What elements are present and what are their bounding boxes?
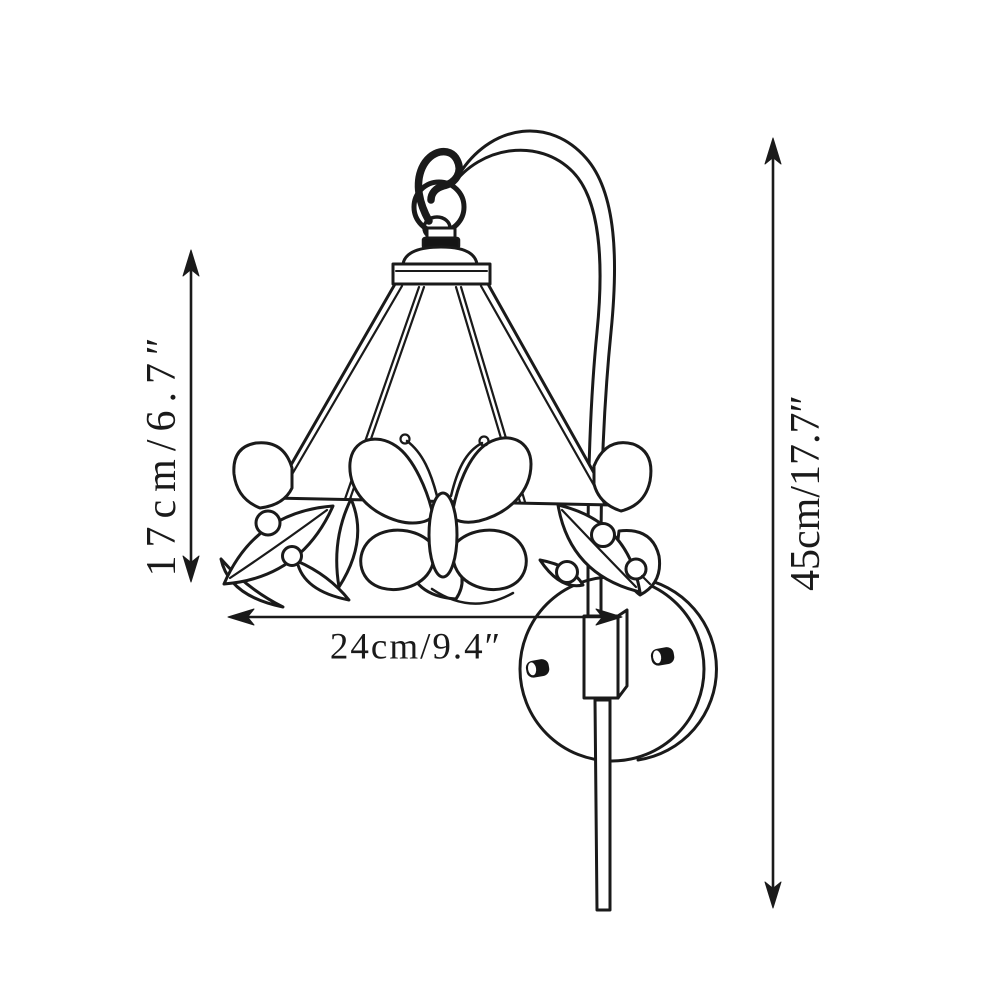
mount-bracket-icon <box>582 608 629 700</box>
bead-ornament-icon <box>555 560 579 584</box>
bead-ornament-icon <box>281 545 303 567</box>
butterfly-antenna-left <box>405 439 439 498</box>
shade-height-dimension-label: 17cm/6.7″ <box>139 329 185 577</box>
bead-ornament-icon <box>590 522 616 548</box>
mounting-screw-left-icon <box>525 659 550 678</box>
leaf-ornaments-right-icon <box>538 441 662 597</box>
bead-ornament-icon <box>624 557 648 581</box>
cone-lampshade-icon <box>270 282 614 507</box>
leaf-ornaments-left-icon <box>219 441 360 609</box>
butterfly-ornament-icon <box>348 433 533 592</box>
hanging-hook-icon <box>414 147 463 225</box>
shade-width-dimension-label: 24cm/9.4″ <box>329 626 503 668</box>
bead-ornament-icon <box>254 509 282 537</box>
shade-cap-icon <box>391 226 492 286</box>
shade-width-dimension-arrow <box>227 608 623 626</box>
butterfly-antenna-right <box>449 441 484 498</box>
total-height-dimension-label: 45cm/17.7″ <box>783 395 829 591</box>
mounting-screw-right-icon <box>650 647 675 666</box>
shade-height-dimension-arrow <box>182 249 200 583</box>
butterfly-body <box>427 491 459 579</box>
support-rod-icon <box>593 698 612 912</box>
total-height-dimension-arrow <box>764 137 782 909</box>
